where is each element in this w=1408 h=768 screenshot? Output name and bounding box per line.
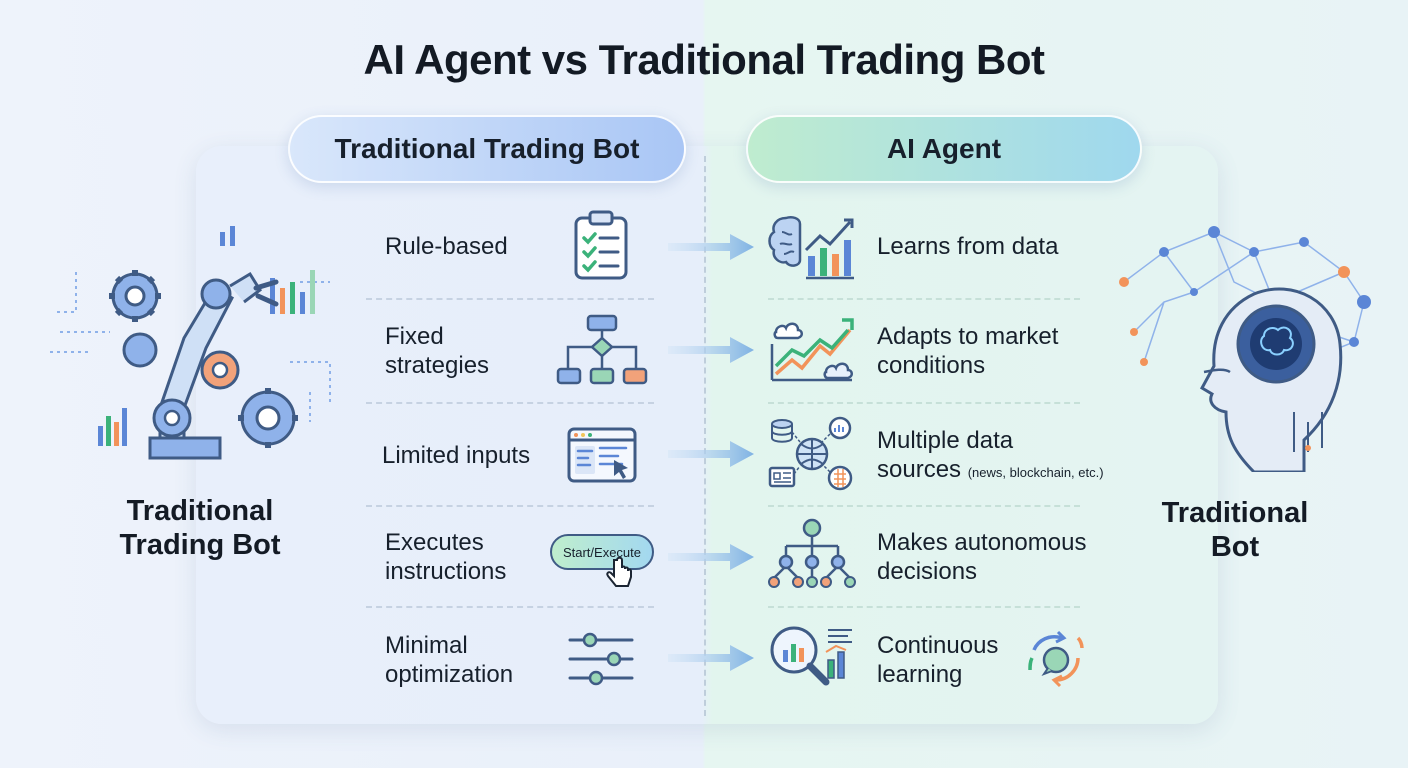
brain-chart-icon [768, 210, 856, 285]
center-divider [704, 156, 706, 716]
magnifier-chart-icon [766, 622, 856, 699]
left-row-3-text: Limited inputs [382, 442, 531, 469]
data-sources-icon [768, 416, 856, 497]
checklist-icon [572, 208, 630, 285]
right-divider-4 [768, 606, 1080, 608]
arrow-right-2 [668, 337, 754, 363]
sliders-icon [568, 630, 634, 693]
right-divider-2 [768, 402, 1080, 404]
start-execute-button: Start/Execute [550, 534, 654, 570]
left-header-label: Traditional Trading Bot [334, 133, 640, 164]
right-header-label: AI Agent [886, 133, 1002, 164]
arrow-right-3 [668, 441, 754, 467]
left-row-1-text: Rule-based [385, 233, 508, 260]
arrow-right-5 [668, 645, 754, 671]
refresh-cycle-icon [1024, 628, 1088, 697]
left-header-pill: Traditional Trading Bot [288, 115, 686, 183]
right-row-1-text: Learns from data [877, 233, 1059, 260]
left-divider-2 [366, 402, 654, 404]
trend-weather-icon [768, 314, 856, 391]
right-divider-3 [768, 505, 1080, 507]
left-divider-1 [366, 298, 654, 300]
decision-tree-icon [766, 518, 858, 595]
comparison-panel [196, 146, 1218, 724]
ai-head-network-icon [1104, 212, 1380, 477]
browser-window-icon [566, 426, 638, 489]
arrow-right-1 [668, 234, 754, 260]
robotic-arm-gears-icon [40, 222, 340, 477]
arrow-right-4 [668, 544, 754, 570]
right-row-3-note: (news, blockchain, etc.) [967, 465, 1104, 480]
page-title: AI Agent vs Traditional Trading Bot [363, 36, 1046, 83]
right-header-pill: AI Agent [746, 115, 1142, 183]
flowchart-icon [556, 314, 648, 391]
left-divider-4 [366, 606, 654, 608]
right-divider-1 [768, 298, 1080, 300]
left-divider-3 [366, 505, 654, 507]
